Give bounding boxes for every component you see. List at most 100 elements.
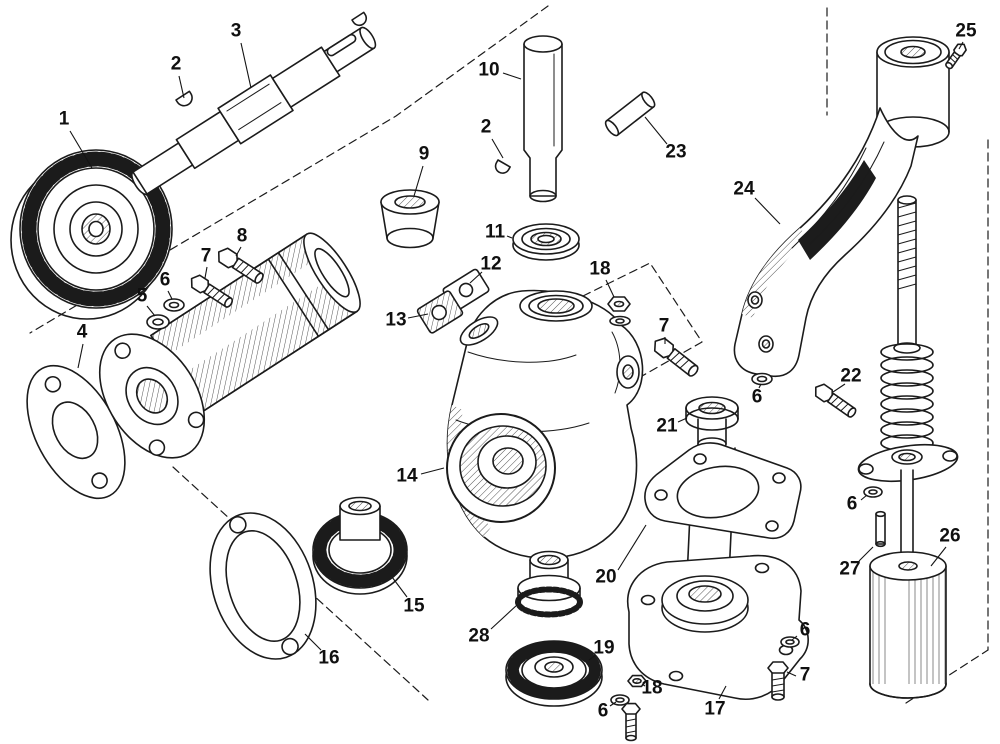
gasket-20 xyxy=(644,442,802,540)
leader-line-6 xyxy=(758,383,762,389)
drive-shaft-3 xyxy=(131,26,377,196)
leader-line-5 xyxy=(146,305,156,317)
leader-line-19 xyxy=(588,654,597,661)
leader-line-26 xyxy=(930,546,947,567)
housing-14 xyxy=(446,289,644,559)
leader-line-17 xyxy=(718,685,727,700)
woodruff-key-2a xyxy=(175,90,193,107)
spring xyxy=(880,342,934,452)
bushing-9 xyxy=(380,189,440,249)
leader-line-15 xyxy=(391,576,408,598)
leader-line-16 xyxy=(304,633,322,651)
leader-line-21 xyxy=(677,417,688,423)
leader-line-2 xyxy=(491,138,504,159)
callout-18: 18 xyxy=(589,259,610,280)
leader-line-8 xyxy=(235,246,242,257)
washer-6a xyxy=(163,298,185,312)
leader-line-18 xyxy=(605,279,615,298)
callout-8: 8 xyxy=(237,226,248,247)
bolt-7c xyxy=(621,702,641,742)
washer-6b xyxy=(751,372,773,386)
gasket-16 xyxy=(209,512,317,660)
bolt-22 xyxy=(814,383,857,418)
washer-5 xyxy=(146,314,170,330)
callout-10: 10 xyxy=(478,60,499,81)
bolt-7b xyxy=(653,337,699,377)
callout-22: 22 xyxy=(840,366,861,387)
plunger-26 xyxy=(869,551,947,699)
seal-ring-11 xyxy=(512,223,580,261)
woodruff-key-2b xyxy=(494,159,511,174)
callout-21: 21 xyxy=(656,416,678,437)
leader-line-18 xyxy=(641,683,646,687)
leader-line-25 xyxy=(958,41,964,50)
bracket-24 xyxy=(733,36,950,378)
callout-27: 27 xyxy=(839,559,860,580)
leader-line-6 xyxy=(167,290,173,300)
callout-11: 11 xyxy=(485,222,506,243)
callout-6: 6 xyxy=(847,494,858,515)
leader-line-2 xyxy=(178,75,185,99)
callout-6: 6 xyxy=(160,270,171,291)
leader-line-10 xyxy=(502,72,522,80)
leader-line-6 xyxy=(860,494,868,501)
bolt-25 xyxy=(945,43,967,70)
bolt-7e xyxy=(767,661,789,701)
gasket-4 xyxy=(26,364,126,500)
leader-line-7 xyxy=(786,671,797,677)
leader-line-4 xyxy=(77,343,84,369)
leader-line-9 xyxy=(413,165,424,197)
leader-line-13 xyxy=(407,313,429,319)
callout-6: 6 xyxy=(800,620,811,641)
callout-5: 5 xyxy=(137,286,148,307)
callout-6: 6 xyxy=(752,387,763,408)
leader-line-24 xyxy=(754,197,781,225)
leader-line-27 xyxy=(858,546,874,562)
callout-12: 12 xyxy=(480,254,501,275)
leader-line-14 xyxy=(420,467,445,475)
bushing-28 xyxy=(515,550,583,618)
callout-26: 26 xyxy=(939,526,960,547)
callout-7: 7 xyxy=(201,246,212,267)
callout-3: 3 xyxy=(231,21,242,42)
callout-7: 7 xyxy=(659,316,670,337)
leader-line-12 xyxy=(469,271,483,284)
valve-rod-lower xyxy=(900,465,914,565)
washer-6c xyxy=(863,486,883,498)
leader-line-7 xyxy=(204,266,208,279)
leader-line-3 xyxy=(240,42,252,89)
pump-body xyxy=(98,232,361,459)
gear-19 xyxy=(505,640,603,707)
callout-23: 23 xyxy=(665,142,686,163)
callout-7: 7 xyxy=(800,665,811,686)
leader-line-23 xyxy=(644,116,668,145)
leader-line-6 xyxy=(609,701,617,707)
sleeve-21 xyxy=(685,396,739,451)
callout-14: 14 xyxy=(396,466,418,487)
valve-rod-upper xyxy=(897,195,917,349)
spring-plate xyxy=(857,443,959,483)
callout-18: 18 xyxy=(641,678,662,699)
leader-line-6 xyxy=(791,635,798,641)
callout-9: 9 xyxy=(419,144,430,165)
callout-25: 25 xyxy=(955,21,977,42)
plate-13 xyxy=(416,290,464,334)
bolt-7a xyxy=(190,274,234,308)
callout-24: 24 xyxy=(733,179,755,200)
callout-19: 19 xyxy=(593,638,614,659)
gear-15 xyxy=(312,496,408,595)
cover-17 xyxy=(627,554,809,700)
callout-15: 15 xyxy=(403,596,425,617)
nut-18a xyxy=(607,296,631,327)
pin-23 xyxy=(604,91,656,137)
nut-18b xyxy=(627,674,647,688)
leader-line-11 xyxy=(506,235,513,239)
drive-gear-1 xyxy=(10,149,173,320)
plunger-10 xyxy=(523,35,563,203)
callout-6: 6 xyxy=(598,701,609,722)
callout-17: 17 xyxy=(704,699,725,720)
leader-line-22 xyxy=(832,383,846,393)
callout-16: 16 xyxy=(318,648,339,669)
